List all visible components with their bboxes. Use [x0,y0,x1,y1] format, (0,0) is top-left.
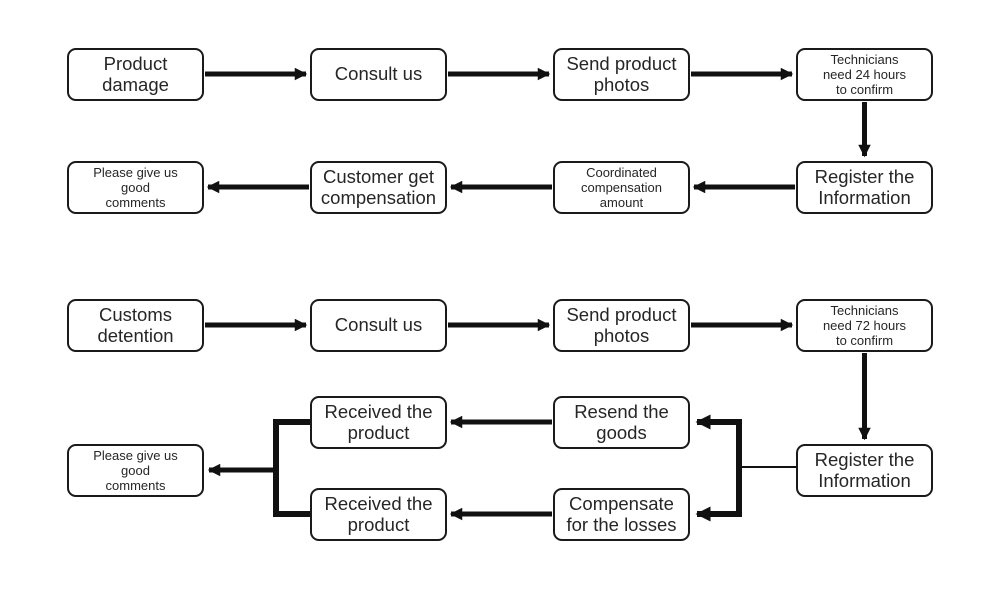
node-resend-goods: Resend the goods [553,396,690,449]
node-label: Send product photos [566,304,677,346]
node-good-comments-2: Please give us good comments [67,444,204,497]
node-label: Customs detention [97,304,174,346]
node-coordinated-compensation-amount: Coordinated compensation amount [553,161,690,214]
node-label: Technicians need 72 hours to confirm [822,302,907,349]
node-received-product-2: Received the product [310,488,447,541]
node-received-product-1: Received the product [310,396,447,449]
node-label: Coordinated compensation amount [581,164,662,211]
node-label: Received the product [324,493,433,535]
node-label: Consult us [334,63,423,85]
node-label: Please give us good comments [93,447,178,494]
node-label: Technicians need 24 hours to confirm [822,51,907,98]
node-label: Compensate for the losses [566,493,677,535]
node-product-damage: Product damage [67,48,204,101]
node-technicians-72h: Technicians need 72 hours to confirm [796,299,933,352]
node-register-information-1: Register the Information [796,161,933,214]
node-label: Product damage [102,53,169,95]
node-good-comments-1: Please give us good comments [67,161,204,214]
node-register-information-2: Register the Information [796,444,933,497]
node-label: Resend the goods [574,401,669,443]
node-technicians-24h: Technicians need 24 hours to confirm [796,48,933,101]
node-label: Customer get compensation [320,166,437,208]
node-label: Register the Information [814,449,915,491]
node-label: Please give us good comments [93,164,178,211]
node-compensate-for-losses: Compensate for the losses [553,488,690,541]
node-label: Consult us [334,314,423,336]
node-consult-us-2: Consult us [310,299,447,352]
node-send-product-photos-2: Send product photos [553,299,690,352]
node-customer-get-compensation: Customer get compensation [310,161,447,214]
node-label: Register the Information [814,166,915,208]
node-customs-detention: Customs detention [67,299,204,352]
node-consult-us-1: Consult us [310,48,447,101]
node-label: Received the product [324,401,433,443]
node-label: Send product photos [566,53,677,95]
node-send-product-photos-1: Send product photos [553,48,690,101]
